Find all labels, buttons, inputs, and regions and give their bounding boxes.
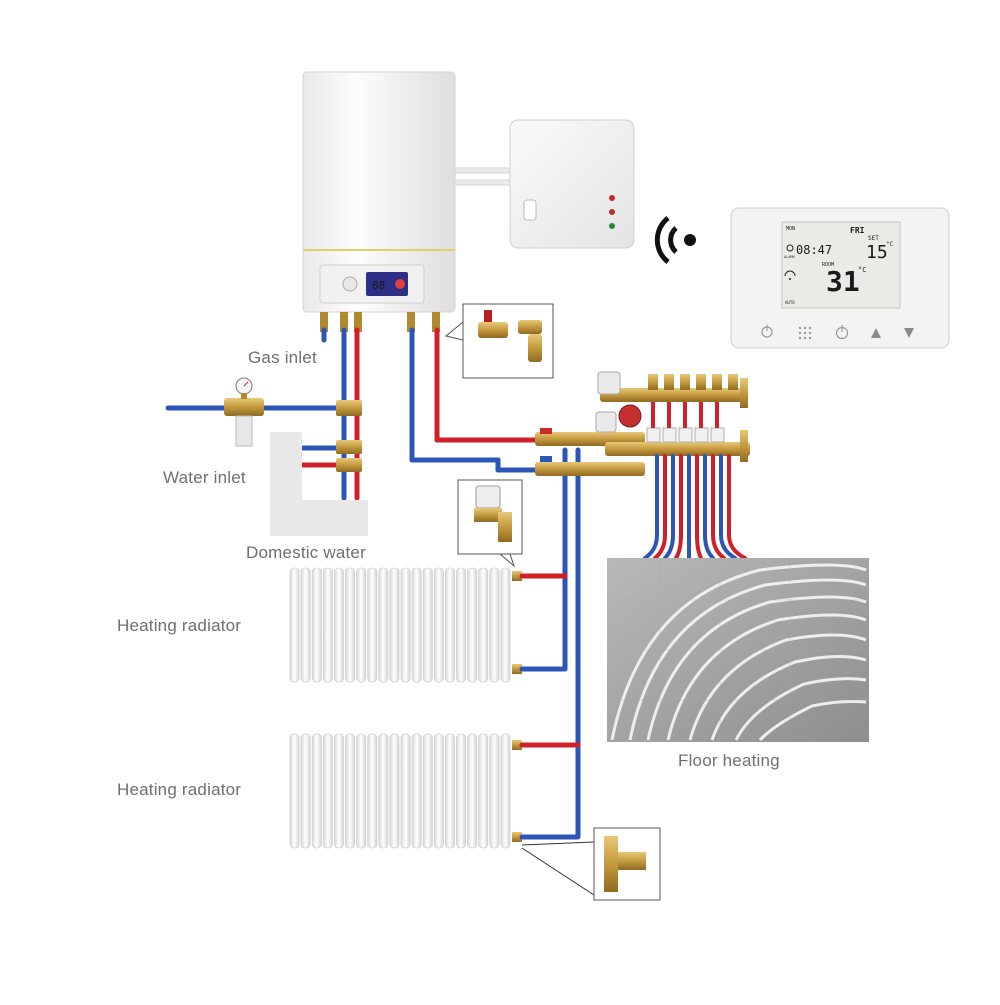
- thermostat-auto-label: AUTO: [785, 300, 795, 305]
- radiator-fin: [311, 733, 322, 849]
- domestic-water-box: [270, 432, 368, 536]
- wifi-signal-icon: [654, 216, 696, 264]
- radiator-fin: [478, 733, 489, 849]
- boiler-connections: [320, 312, 440, 332]
- callout-valve-boiler: [444, 303, 554, 379]
- boiler-status-icon: [395, 279, 405, 289]
- thermostat-lcd: [781, 221, 901, 309]
- heating-main-pipes: [409, 327, 581, 838]
- valve-handle-icon: [484, 310, 492, 322]
- radiator-fin: [322, 567, 333, 683]
- gas-inlet-label: Gas inlet: [248, 348, 317, 367]
- radiator-fin: [289, 733, 300, 849]
- radiator-fin: [300, 733, 311, 849]
- radiator-fin: [467, 733, 478, 849]
- radiator-fin: [444, 567, 455, 683]
- thermostat-room-unit: °C: [858, 266, 866, 274]
- radiator-fin: [500, 733, 511, 849]
- radiator-fin: [478, 567, 489, 683]
- boiler-display-text: 88: [372, 279, 385, 292]
- heating-radiator-bottom: [289, 733, 522, 849]
- floor-heating-label: Floor heating: [678, 751, 780, 770]
- radiator-fin: [400, 733, 411, 849]
- radiator-fin: [422, 567, 433, 683]
- boiler: 88: [302, 71, 512, 332]
- boiler-knob-icon[interactable]: [342, 276, 358, 292]
- radiator-fin: [422, 733, 433, 849]
- thermostat-set-temp: 15: [866, 242, 888, 263]
- thermostat-mode: MON: [786, 226, 795, 232]
- heating-radiator-top: [289, 567, 522, 683]
- radiator-fin: [489, 567, 500, 683]
- floor-circuit-pipes: [643, 454, 747, 560]
- down-arrow-icon[interactable]: [904, 328, 914, 338]
- floor-heating-panel: [607, 558, 869, 742]
- radiator-fin: [456, 733, 467, 849]
- radiator-fin: [378, 567, 389, 683]
- valve-handle-icon[interactable]: [540, 456, 552, 462]
- thermostat-room-label: ROOM: [822, 262, 834, 268]
- radiator-fin: [333, 567, 344, 683]
- radiator-fin: [389, 733, 400, 849]
- radiator-fin: [411, 567, 422, 683]
- up-arrow-icon[interactable]: [871, 328, 881, 338]
- radiator-fin: [367, 733, 378, 849]
- menu-button[interactable]: [798, 326, 812, 340]
- on-off-button[interactable]: [835, 325, 849, 340]
- radiator-fin: [345, 567, 356, 683]
- wireless-receiver: [509, 119, 635, 249]
- radiator-fin: [500, 567, 511, 683]
- radiator-fin: [311, 567, 322, 683]
- boiler-display: [366, 272, 408, 296]
- heating-radiator-top-label: Heating radiator: [117, 616, 242, 635]
- radiator-fin: [433, 733, 444, 849]
- water-filter: [224, 377, 264, 447]
- radiator-fin: [400, 567, 411, 683]
- radiator-fin: [333, 733, 344, 849]
- power-button[interactable]: [761, 325, 773, 338]
- radiator-fin: [289, 567, 300, 683]
- radiator-fin: [378, 733, 389, 849]
- radiator-fin: [389, 567, 400, 683]
- receiver-led-icon: [609, 223, 615, 229]
- radiator-fin: [411, 733, 422, 849]
- domestic-water-label: Domestic water: [246, 543, 366, 562]
- radiator-fin: [433, 567, 444, 683]
- callout-radiator-valve-bottom: [521, 827, 661, 901]
- radiator-fin: [322, 733, 333, 849]
- lcd-wifi-icon: [784, 270, 796, 280]
- radiator-fin: [356, 733, 367, 849]
- heating-radiator-bottom-label: Heating radiator: [117, 780, 242, 799]
- radiator-fin: [356, 567, 367, 683]
- menu-grid-icon[interactable]: [798, 326, 812, 340]
- thermostat-room-temp: 31: [826, 265, 860, 298]
- radiator-fin: [467, 567, 478, 683]
- thermostat-set-label: SET: [868, 235, 879, 242]
- manifold: [535, 371, 750, 476]
- receiver-led-icon: [609, 195, 615, 201]
- clock-icon: [786, 244, 794, 252]
- thermostat: MON FRI SET 15 °C 08:47 ALARM ROOM 31 °C…: [730, 207, 950, 349]
- radiator-fin: [444, 733, 455, 849]
- callout-radiator-valve-top: [457, 479, 523, 568]
- radiator-fin: [456, 567, 467, 683]
- boiler-valves: [336, 400, 362, 472]
- radiator-fin: [367, 567, 378, 683]
- radiator-fin: [345, 733, 356, 849]
- valve-handle-icon[interactable]: [540, 428, 552, 434]
- thermostat-alarm-label: ALARM: [784, 255, 795, 259]
- boiler-control-panel: 88: [319, 264, 425, 304]
- radiator-fin: [489, 733, 500, 849]
- radiator-fin: [300, 567, 311, 683]
- thermostat-clock: 08:47: [796, 243, 832, 257]
- circulation-pump-icon: [618, 404, 642, 428]
- thermostat-day: FRI: [850, 226, 865, 235]
- receiver-led-icon: [609, 209, 615, 215]
- receiver-switch[interactable]: [523, 199, 537, 221]
- water-inlet-label: Water inlet: [163, 468, 246, 487]
- thermostat-set-unit: °C: [886, 241, 894, 248]
- radiator-pipes: [519, 573, 581, 840]
